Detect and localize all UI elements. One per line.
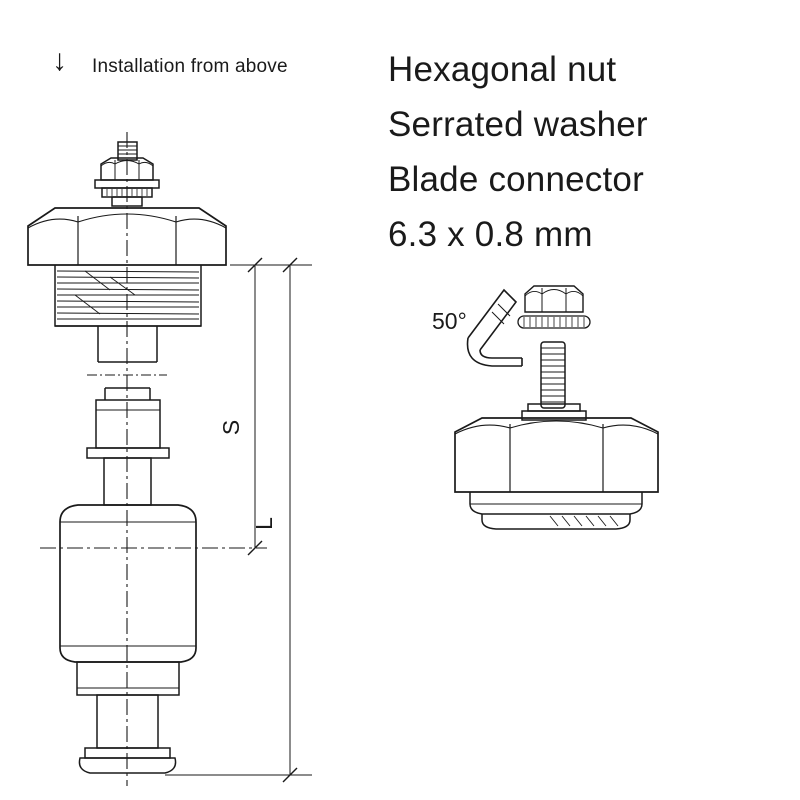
serrated-washer — [517, 315, 591, 329]
parts-list-line: Blade connector — [388, 160, 644, 199]
small-hex-nut — [94, 157, 160, 207]
dimension-lines — [165, 257, 312, 783]
installation-note: Installation from above — [92, 56, 288, 77]
float-body — [59, 504, 197, 663]
large-hex-nut — [27, 207, 227, 266]
detail-hex-body — [454, 417, 659, 493]
bottom-stem — [78, 694, 177, 774]
parts-list-line: Hexagonal nut — [388, 50, 617, 89]
blade-connector — [466, 288, 523, 367]
detail-stud — [521, 341, 587, 421]
threaded-collar — [54, 265, 202, 327]
parts-list: Hexagonal nut Serrated washer Blade conn… — [388, 42, 648, 262]
parts-list-line: Serrated washer — [388, 105, 648, 144]
stem-flange — [86, 447, 170, 459]
detail-hex-nut — [524, 285, 584, 313]
detail-flange — [469, 492, 643, 530]
angle-label: 50° — [432, 308, 467, 334]
connector-detail-drawing — [454, 285, 659, 530]
down-arrow-icon: ↓ — [52, 44, 67, 77]
parts-list-line: 6.3 x 0.8 mm — [388, 215, 593, 254]
float-switch-drawing — [27, 132, 312, 786]
lower-ring — [76, 661, 180, 696]
